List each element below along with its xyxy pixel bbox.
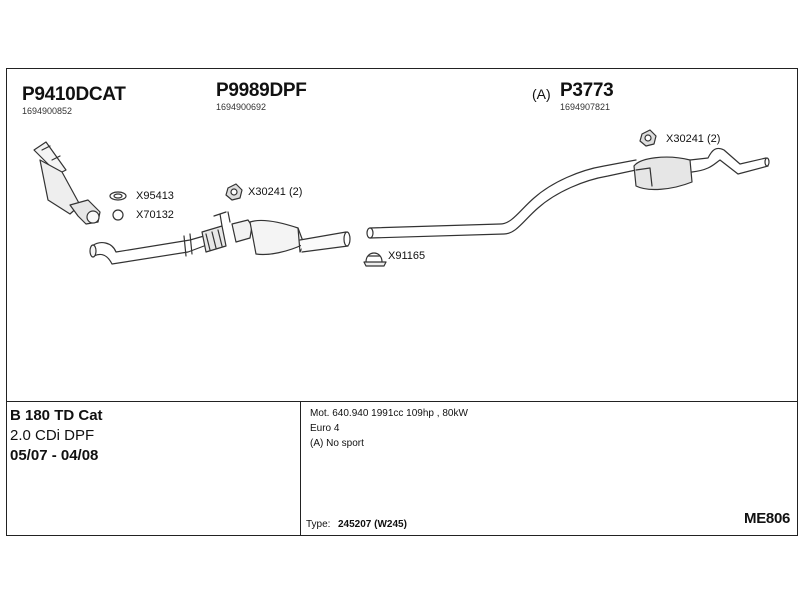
motor-details: Mot. 640.940 1991cc 109hp , 80kW: [310, 408, 468, 419]
nut-icon-2[interactable]: [639, 129, 657, 147]
gasket-icon[interactable]: [109, 191, 127, 201]
accessory-x70132-label[interactable]: X70132: [136, 209, 174, 221]
vehicle-model: B 180 TD Cat: [10, 407, 103, 424]
part-number-p9989dpf: 1694900692: [216, 102, 267, 112]
euro-standard: Euro 4: [310, 423, 340, 434]
vehicle-engine: 2.0 CDi DPF: [10, 427, 95, 444]
type-label: Type:: [306, 519, 331, 530]
rear-silencer-drawing[interactable]: [633, 147, 770, 191]
accessory-x30241-label-1[interactable]: X30241 (2): [248, 186, 303, 198]
part-number-p3773: 1694907821: [560, 102, 611, 112]
divider-vertical: [300, 401, 301, 536]
vehicle-years: 05/07 - 04/08: [10, 447, 99, 464]
part-number-p9410dcat: 1694900852: [22, 106, 73, 116]
diagram-frame: [6, 68, 798, 536]
flex-joint-drawing[interactable]: [201, 225, 227, 253]
accessory-x91165-label[interactable]: X91165: [388, 250, 426, 262]
divider-horizontal: [6, 401, 798, 402]
part-code-p9410dcat[interactable]: P9410DCAT: [22, 84, 126, 105]
front-pipe-drawing[interactable]: [89, 233, 205, 265]
dpf-drawing[interactable]: [213, 211, 351, 256]
part-code-p9989dpf[interactable]: P9989DPF: [216, 80, 307, 101]
accessory-x30241-label-2[interactable]: X30241 (2): [666, 133, 721, 145]
part-code-p3773[interactable]: P3773: [560, 80, 614, 101]
accessory-x95413-label[interactable]: X95413: [136, 190, 174, 202]
variant-note: (A) No sport: [310, 438, 364, 449]
middle-pipe-drawing[interactable]: [366, 159, 637, 239]
catalytic-converter-drawing[interactable]: [33, 141, 101, 225]
o-ring-icon[interactable]: [112, 209, 124, 221]
catalog-code: ME806: [744, 510, 791, 527]
nut-icon[interactable]: [225, 183, 243, 201]
clamp-icon[interactable]: [363, 252, 387, 267]
type-value: 245207 (W245): [338, 519, 407, 530]
part-prefix-a: (A): [532, 86, 551, 102]
